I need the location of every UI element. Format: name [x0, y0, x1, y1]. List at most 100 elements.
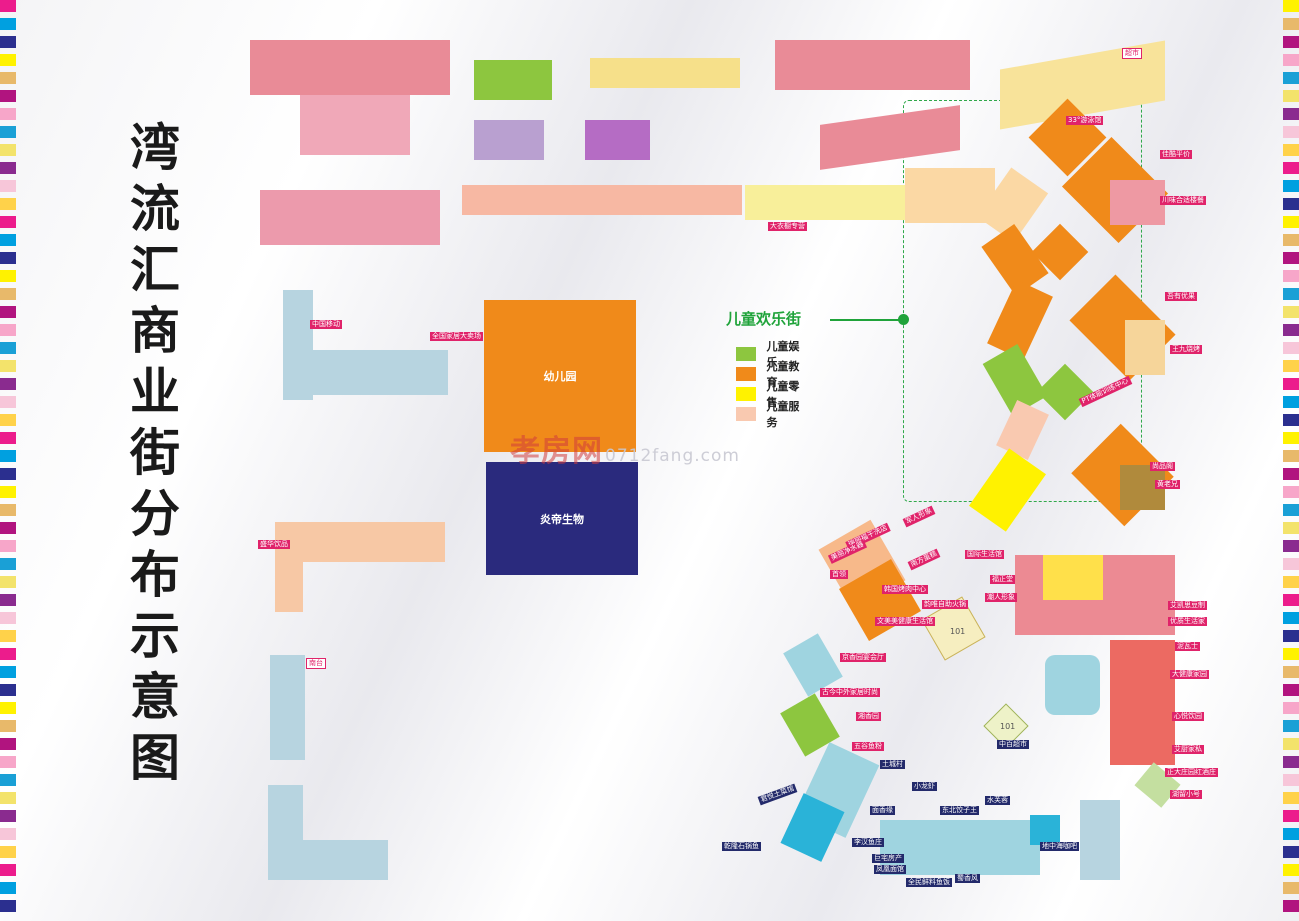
stripe-segment [0, 630, 16, 642]
stripe-segment [0, 792, 16, 804]
stripe-segment [0, 450, 16, 462]
legend-label: 儿童娱乐 [766, 340, 800, 369]
stripe-segment [1283, 162, 1299, 174]
building-cluster-n4 [590, 58, 740, 88]
stripe-segment [0, 252, 16, 264]
stripe-segment [0, 612, 16, 624]
map-title: 湾流汇商业街分布示意图 [120, 118, 190, 789]
shop-label: 潮人形象 [985, 593, 1017, 602]
stripe-segment [1283, 72, 1299, 84]
stripe-segment [0, 432, 16, 444]
building-cluster-w2a [275, 522, 445, 562]
watermark-main: 孝房网 [510, 434, 603, 469]
legend-connector-dot [898, 314, 909, 325]
title-char: 示 [130, 607, 180, 665]
title-char: 流 [130, 180, 180, 238]
building-cluster-w4b [268, 840, 388, 880]
stripe-segment [0, 504, 16, 516]
stripe-segment [1283, 810, 1299, 822]
shop-label: 韩国烤肉中心 [882, 585, 928, 594]
stripe-segment [0, 270, 16, 282]
shop-label: 大衣橱专营 [768, 222, 807, 231]
building-cluster-n5 [775, 40, 970, 90]
stripe-segment [0, 72, 16, 84]
stripe-segment [1283, 828, 1299, 840]
shop-label: 王九烧烤 [1170, 345, 1202, 354]
stripe-segment [0, 342, 16, 354]
unit-number: 101 [1000, 722, 1016, 731]
stripe-segment [1283, 648, 1299, 660]
shop-label: 湖留小号 [1170, 790, 1202, 799]
block-s9 [1080, 800, 1120, 880]
shop-label: 首领 [830, 570, 848, 579]
legend-label: 儿童服务 [766, 400, 800, 429]
stripe-segment [1283, 198, 1299, 210]
legend-title: 儿童欢乐街 [726, 310, 802, 328]
stripe-segment [1283, 792, 1299, 804]
legend-swatch [736, 407, 757, 421]
stripe-segment [1283, 378, 1299, 390]
building-cluster-n8 [745, 185, 905, 220]
block-se2 [1110, 640, 1175, 765]
shop-label: 水芙蓉 [985, 796, 1010, 805]
title-char: 布 [130, 546, 180, 604]
legend-label: 儿童教育 [766, 360, 800, 389]
stripe-segment [1283, 720, 1299, 732]
stripe-segment [0, 558, 16, 570]
shop-label: 川味合适楼餐 [1160, 196, 1206, 205]
stripe-segment [1283, 540, 1299, 552]
stripe-segment [1283, 216, 1299, 228]
watermark-sub: 0712fang.com [605, 446, 740, 466]
shop-label: 吾有优果 [1165, 292, 1197, 301]
legend-swatch [736, 367, 757, 381]
stripe-segment [1283, 126, 1299, 138]
building-cluster-w3 [270, 655, 305, 760]
stripe-segment [1283, 882, 1299, 894]
shop-label: 南台 [306, 658, 326, 669]
stripe-segment [0, 198, 16, 210]
block-se3 [1045, 655, 1100, 715]
legend-item-education: 儿童教育 [736, 358, 801, 390]
stripe-segment [0, 846, 16, 858]
stripe-segment [0, 828, 16, 840]
shop-label: 全民鲜料鱼饭 [906, 878, 952, 887]
shop-label: 京香园宴会厅 [840, 653, 886, 662]
stripe-segment [1283, 414, 1299, 426]
stripe-segment [0, 378, 16, 390]
stripe-segment [1283, 846, 1299, 858]
shop-label: 南方蛋糕 [907, 548, 941, 571]
shop-label: 大健康家园 [1170, 670, 1209, 679]
legend-connector-line [830, 319, 900, 321]
stripe-segment [0, 864, 16, 876]
shop-label: 李汉鱼庄 [852, 838, 884, 847]
stripe-segment [1283, 36, 1299, 48]
stripe-segment [0, 414, 16, 426]
stripe-segment [1283, 144, 1299, 156]
stripe-segment [1283, 738, 1299, 750]
stripe-segment [1283, 504, 1299, 516]
shop-label: 国际生活馆 [965, 550, 1004, 559]
stripe-segment [1283, 54, 1299, 66]
legend-swatch [736, 387, 757, 401]
shop-label: 艾厨家私 [1172, 745, 1204, 754]
stripe-segment [0, 648, 16, 660]
shop-label: 土城村 [880, 760, 905, 769]
stripe-segment [1283, 774, 1299, 786]
shop-label: 中百超市 [997, 740, 1029, 749]
stripe-segment [1283, 684, 1299, 696]
stripe-segment [1283, 756, 1299, 768]
stripe-segment [1283, 324, 1299, 336]
block-e2 [1110, 180, 1165, 225]
shop-label: 33°游泳馆 [1066, 116, 1104, 125]
shop-label: 乾隆石锅鱼 [722, 842, 761, 851]
shop-label: 军人形象 [902, 505, 936, 528]
legend-item-retail: 儿童零售 [736, 378, 801, 410]
shop-label: 湘香园 [856, 712, 881, 721]
title-char: 意 [130, 668, 180, 726]
stripe-segment [1283, 612, 1299, 624]
stripe-segment [0, 900, 16, 912]
title-char: 街 [130, 424, 180, 482]
title-char: 分 [130, 485, 180, 543]
stripe-segment [0, 540, 16, 552]
